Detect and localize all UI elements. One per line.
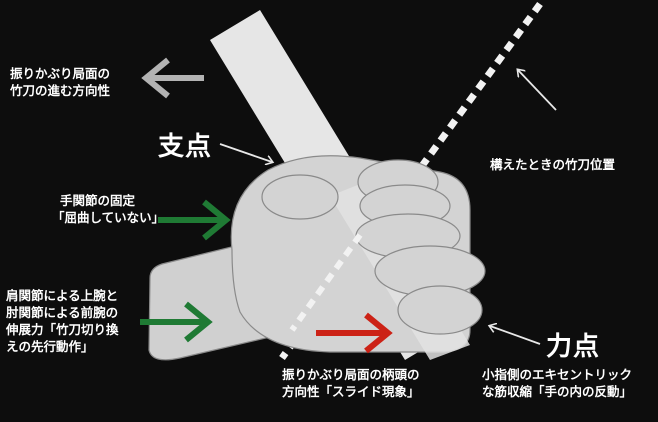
little-finger-line-2: な筋収縮「手の内の反動」: [482, 384, 633, 399]
extension-force-arrow: [140, 301, 213, 343]
fulcrum-pointer-arrow: [219, 143, 272, 162]
slide-line-1: 振りかぶり局面の柄頭の: [282, 367, 420, 382]
shoulder-elbow-line-4: えの先行動作」: [6, 339, 94, 354]
shoulder-elbow-line-1: 肩関節による上腕と: [6, 288, 119, 303]
slide-direction-arrow: [316, 312, 393, 354]
slide-label: 振りかぶり局面の柄頭の 方向性「スライド現象」: [282, 366, 420, 400]
ready-position-pointer-arrow: [518, 70, 557, 111]
wrist-fixed-label: 手関節の固定 「屈曲していない」: [52, 192, 164, 226]
shoulder-elbow-line-2: 肘関節による前腕の: [6, 305, 119, 320]
shoulder-elbow-label: 肩関節による上腕と 肘関節による前腕の 伸展力「竹刀切り換 えの先行動作」: [6, 287, 119, 355]
swing-direction-line-2: 竹刀の進む方向性: [10, 83, 111, 98]
swing-direction-label: 振りかぶり局面の 竹刀の進む方向性: [10, 65, 110, 99]
swing-direction-arrow: [141, 57, 204, 99]
ready-position-label: 構えたときの竹刀位置: [490, 157, 616, 172]
wrist-fixed-line-2: 「屈曲していない」: [52, 210, 165, 225]
thumb: [261, 174, 339, 220]
little-finger-label: 小指側のエキセントリック な筋収縮「手の内の反動」: [482, 366, 632, 400]
effort-point-pointer-arrow: [490, 326, 541, 345]
swing-direction-line-1: 振りかぶり局面の: [10, 66, 111, 81]
ready-position-dashed-line-overlay: [289, 233, 363, 332]
little-finger-tip: [397, 285, 483, 335]
little-finger-line-1: 小指側のエキセントリック: [482, 367, 633, 382]
effort-point-label: 力点: [546, 332, 601, 362]
slide-line-2: 方向性「スライド現象」: [282, 384, 420, 399]
fulcrum-label: 支点: [158, 132, 213, 162]
wrist-fixed-line-1: 手関節の固定: [60, 193, 136, 208]
shoulder-elbow-line-3: 伸展力「竹刀切り換: [6, 322, 119, 337]
wrist-fixed-arrow: [158, 199, 231, 241]
